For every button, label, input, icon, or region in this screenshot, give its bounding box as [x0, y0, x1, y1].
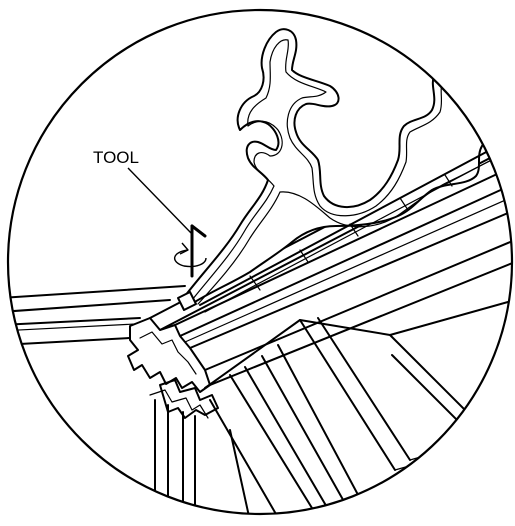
allen-key-icon [190, 224, 207, 278]
callout-label: TOOL [93, 148, 139, 167]
beam-end-profile [127, 317, 219, 419]
roof-panel-slats [204, 299, 512, 514]
detail-circle-border [6, 8, 514, 516]
gable-ornament [184, 28, 512, 313]
callout-leader-line [127, 167, 193, 235]
rotate-arrow-icon [174, 242, 207, 268]
magnified-content [8, 28, 512, 514]
ornament-clip [177, 291, 197, 311]
